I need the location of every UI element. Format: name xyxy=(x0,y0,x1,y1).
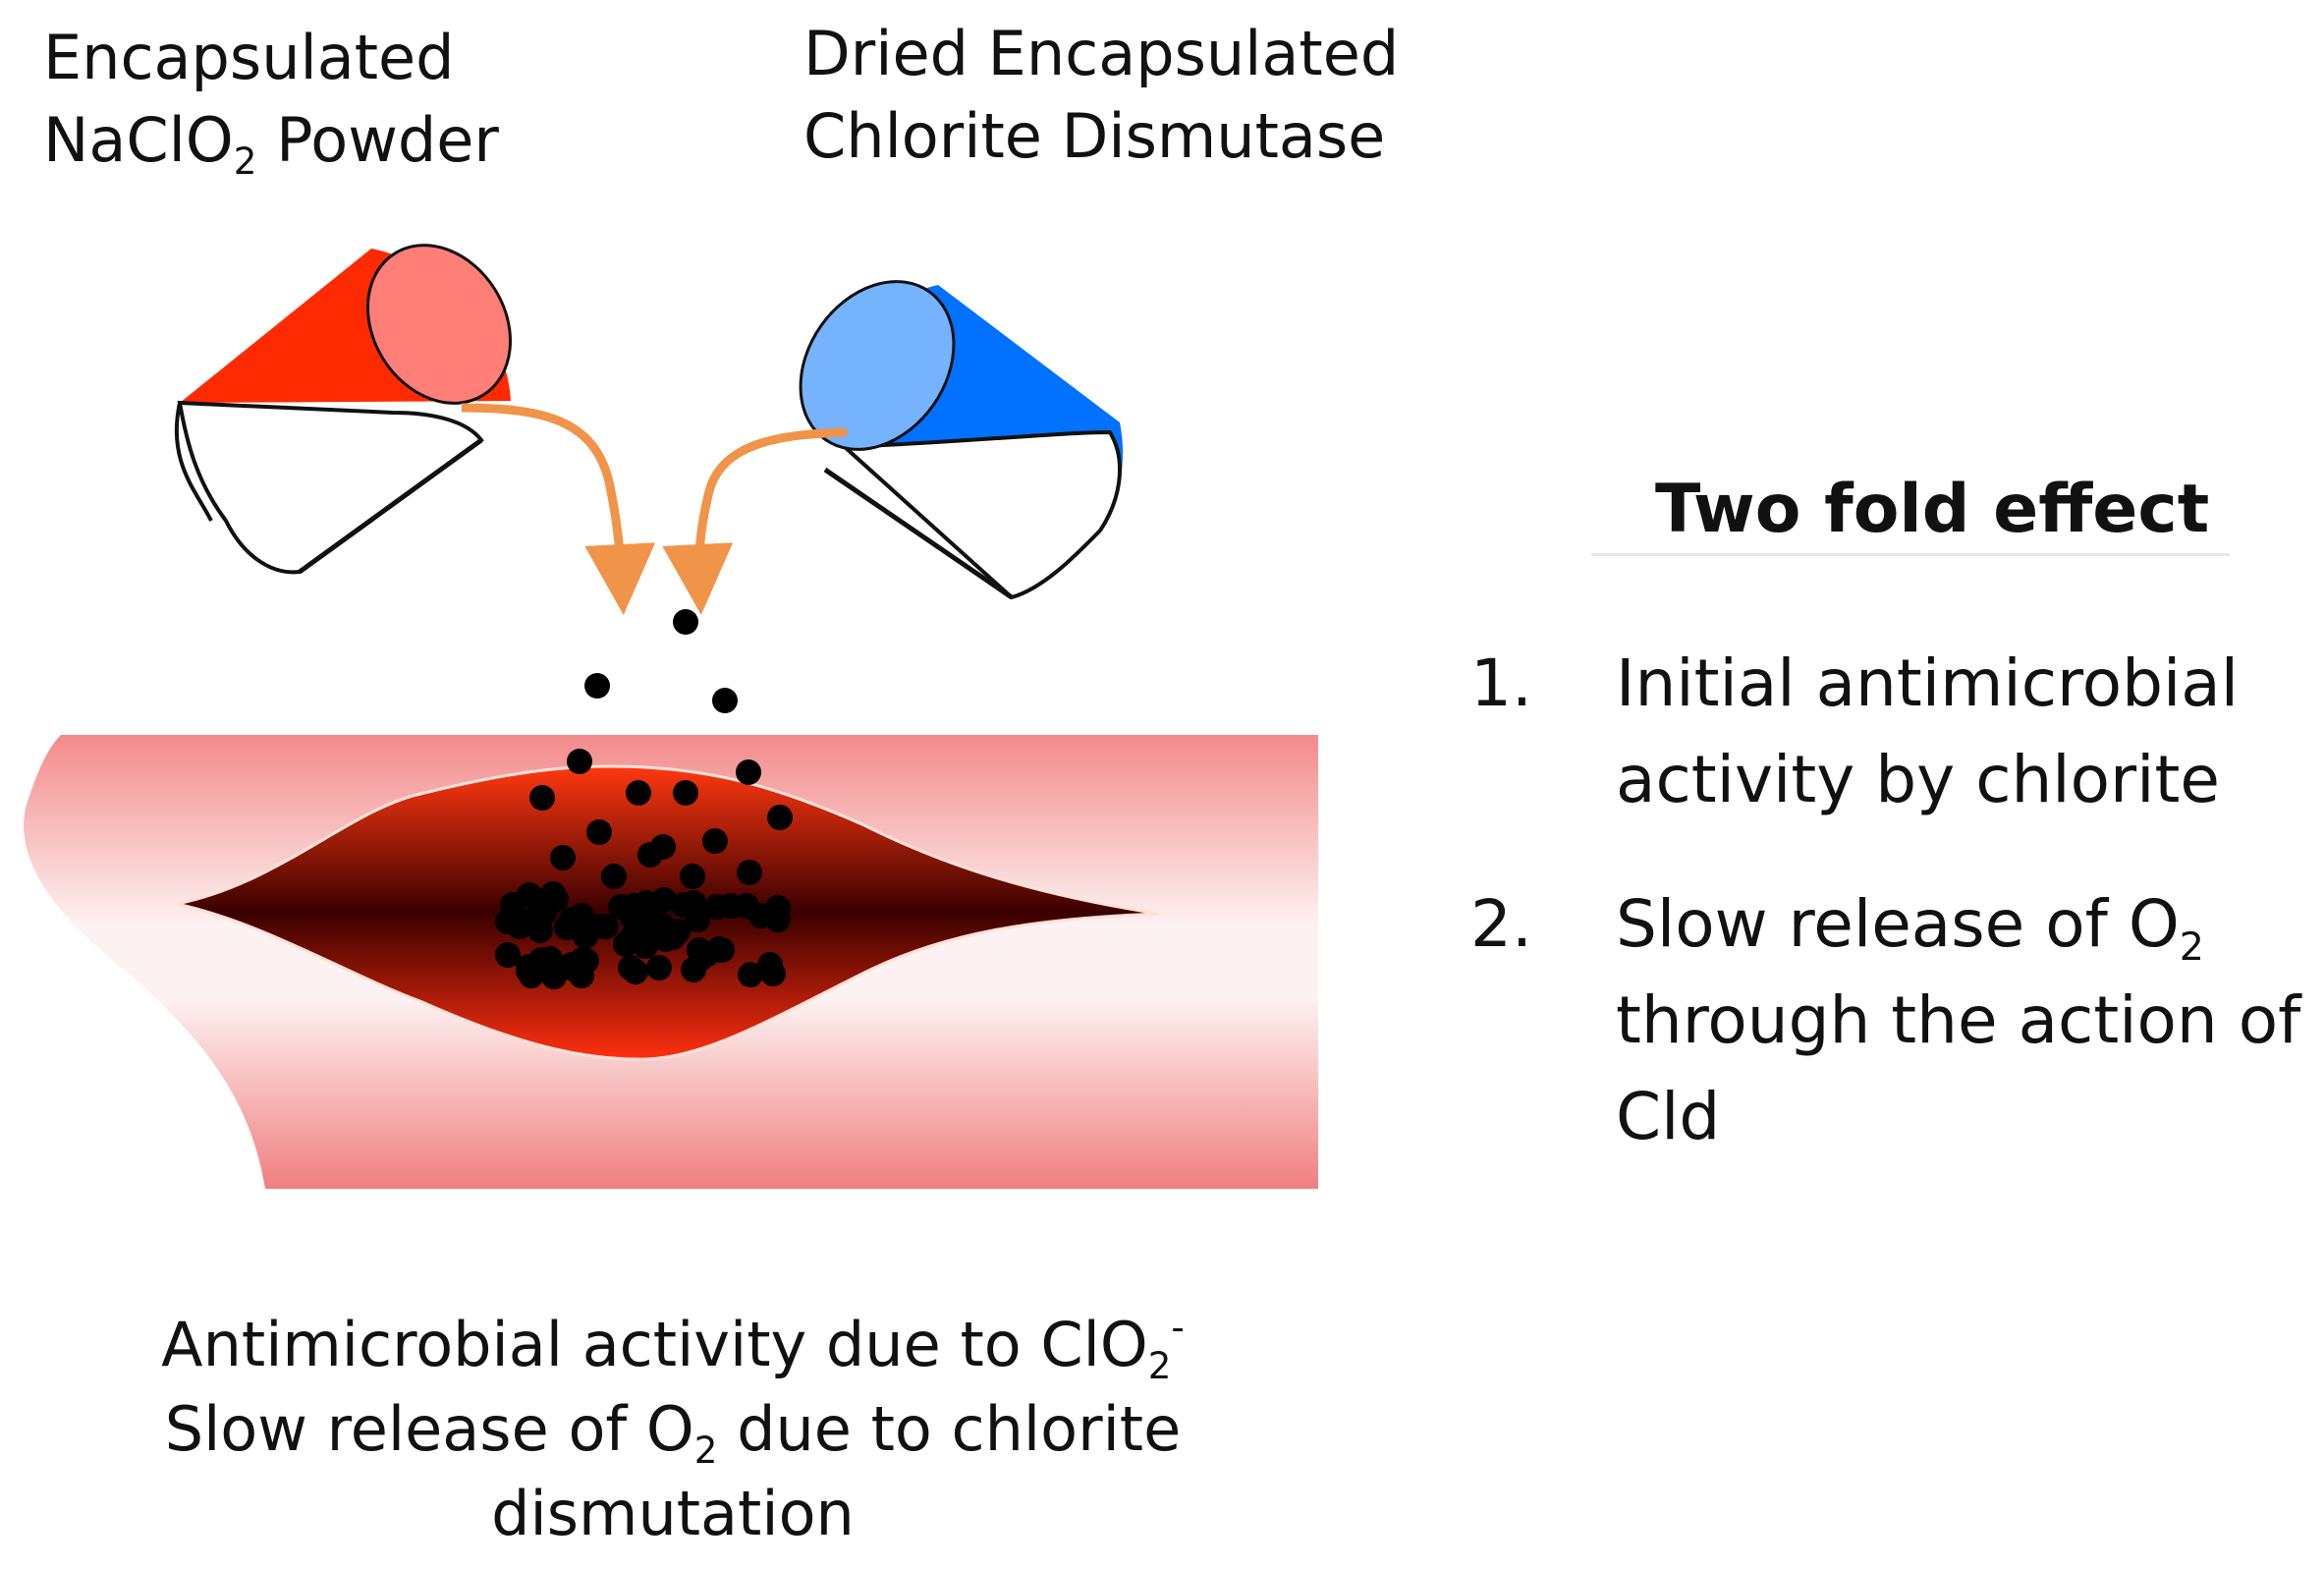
list-item-2-line1-text: Slow release of O xyxy=(1616,886,2180,962)
particle xyxy=(671,892,696,918)
particle xyxy=(626,780,651,806)
clo2-charge: - xyxy=(1171,1305,1185,1349)
bottom-caption: Antimicrobial activity due to ClO2- Slow… xyxy=(147,1309,1198,1568)
caption-line2: Slow release of O2 due to chlorite xyxy=(147,1399,1198,1484)
list-item-1: Initial antimicrobial activity by chlori… xyxy=(1616,651,2239,844)
particle xyxy=(737,860,762,885)
particle xyxy=(712,688,738,713)
particle xyxy=(736,759,761,785)
particle xyxy=(630,921,655,946)
particle xyxy=(702,828,728,854)
panel-divider xyxy=(1591,553,2230,556)
particle xyxy=(673,609,698,635)
left-pour-arrow xyxy=(461,403,656,615)
caption-line2-text: Slow release of O xyxy=(164,1393,694,1465)
particle xyxy=(650,834,676,860)
naclo2-formula: NaClO xyxy=(43,104,234,176)
particle xyxy=(601,864,627,889)
particle xyxy=(559,952,584,978)
caption-line1: Antimicrobial activity due to ClO2- xyxy=(147,1309,1198,1399)
particle xyxy=(584,673,610,699)
particle xyxy=(646,955,672,981)
naclo2-subscript: 2 xyxy=(233,140,257,184)
caption-line2-rest: due to chlorite xyxy=(717,1393,1182,1465)
particle xyxy=(681,957,706,982)
clo2-subscript: 2 xyxy=(1147,1344,1172,1388)
list-number-1: 1. xyxy=(1470,645,1532,721)
particle xyxy=(608,894,634,920)
particle xyxy=(512,910,537,935)
particle xyxy=(623,959,648,984)
particle xyxy=(517,882,542,908)
right-pour-arrow xyxy=(662,427,848,615)
particle xyxy=(660,925,686,950)
particle xyxy=(495,942,521,968)
o2-subscript: 2 xyxy=(2179,924,2204,970)
list-item-2-line2: through the action of xyxy=(1616,982,2301,1058)
cld-label-line2: Chlorite Dismutase xyxy=(803,100,1386,172)
list-item-2: Slow release of O2 through the action of… xyxy=(1616,892,2300,1181)
particle xyxy=(673,780,698,806)
chlorite-dismutase-label: Dried Encapsulated Chlorite Dismutase xyxy=(803,24,1399,189)
particle xyxy=(567,749,592,774)
caption-o2-subscript: 2 xyxy=(693,1429,718,1473)
particle xyxy=(718,893,744,919)
particle xyxy=(586,819,612,845)
caption-line3: dismutation xyxy=(491,1478,855,1549)
list-item-1-line1: Initial antimicrobial xyxy=(1616,645,2240,721)
particle xyxy=(550,845,576,870)
particles xyxy=(495,609,793,989)
list-item-2-line3: Cld xyxy=(1616,1079,1721,1154)
caption-line1-text: Antimicrobial activity due to ClO xyxy=(161,1309,1148,1380)
particle xyxy=(680,864,705,889)
particle xyxy=(559,907,584,932)
particle xyxy=(528,947,554,973)
blue-cup-icon xyxy=(799,280,1124,600)
particle xyxy=(529,785,555,811)
powder-word: Powder xyxy=(256,104,499,176)
cld-label-line1: Dried Encapsulated xyxy=(803,18,1400,89)
panel-title: Two fold effect xyxy=(1655,471,2210,548)
red-cup-icon xyxy=(174,244,513,575)
list-item-1-line2: activity by chlorite xyxy=(1616,742,2220,817)
naclo2-label-line2: NaClO2 Powder xyxy=(43,110,499,193)
particle xyxy=(767,805,793,830)
particle xyxy=(757,952,783,978)
particle xyxy=(738,962,763,987)
wound xyxy=(176,764,1160,1061)
list-number-2: 2. xyxy=(1470,886,1532,962)
particle xyxy=(540,881,566,907)
naclo2-label-line1: Encapsulated xyxy=(43,22,455,93)
list-item-2-line1: Slow release of O2 xyxy=(1616,892,2300,988)
naclo2-powder-label: Encapsulated NaClO2 Powder xyxy=(43,28,499,193)
particle xyxy=(634,890,659,916)
